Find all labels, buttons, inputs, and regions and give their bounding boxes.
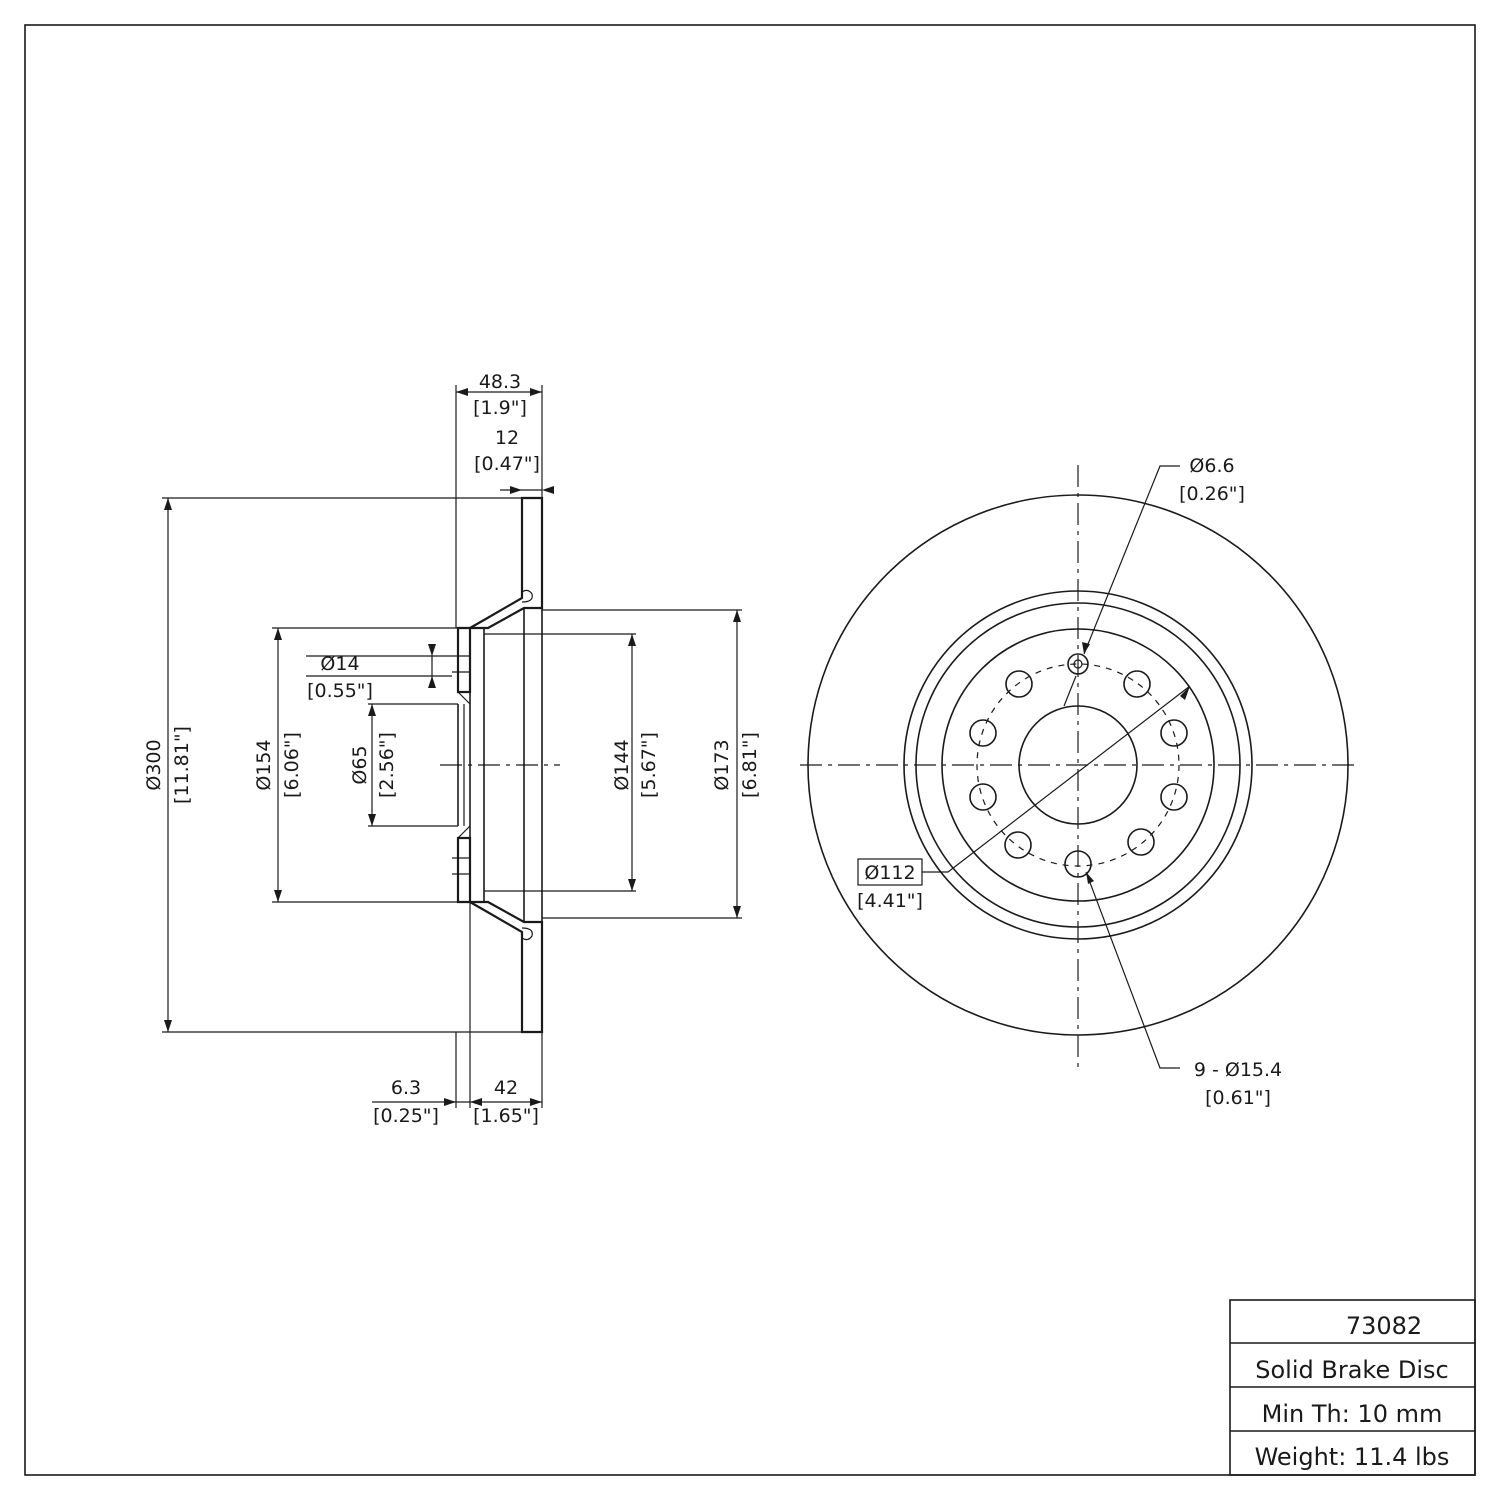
small-hole-mm: Ø6.6 — [1189, 455, 1234, 477]
outer-diameter-mm: Ø300 — [143, 739, 165, 790]
overall-width-mm: 48.3 — [479, 371, 521, 393]
mounting-thickness-in: [0.25"] — [373, 1105, 439, 1127]
lug-holes — [969, 670, 1188, 878]
hat-outer-diameter-in: [6.81"] — [739, 732, 761, 798]
lug-hole — [1005, 670, 1033, 698]
title-block — [1229, 1299, 1476, 1476]
hat-diameter-in: [6.06"] — [281, 732, 303, 798]
center-bore-in: [2.56"] — [376, 732, 398, 798]
lug-hole — [1004, 831, 1032, 859]
hat-height-mm: 42 — [494, 1077, 518, 1099]
weight: Weight: 11.4 lbs — [1255, 1443, 1450, 1471]
outer-diameter-in: [11.81"] — [171, 726, 193, 804]
lug-hole-leader — [1085, 871, 1180, 1069]
part-number: 73082 — [1346, 1312, 1422, 1340]
hole-diameter-in: [0.55"] — [307, 680, 373, 702]
mounting-thickness-mm: 6.3 — [391, 1077, 421, 1099]
inner-diameter-mm: Ø144 — [611, 739, 633, 790]
hole-diameter-mm: Ø14 — [320, 653, 359, 675]
lug-hole — [1127, 828, 1155, 856]
hat-diameter-mm: Ø154 — [253, 739, 275, 790]
bolt-circle-basic-box — [857, 858, 923, 886]
inner-diameter-in: [5.67"] — [638, 732, 660, 798]
small-hole-leader — [1083, 465, 1180, 655]
bolt-circle-in: [4.41"] — [857, 890, 923, 912]
part-type: Solid Brake Disc — [1255, 1356, 1448, 1384]
small-hole-in: [0.26"] — [1179, 483, 1245, 505]
lug-hole — [1160, 783, 1188, 811]
lug-holes-mm: 9 - Ø15.4 — [1194, 1059, 1282, 1081]
side-view — [162, 385, 742, 1108]
hat-outer-diameter-mm: Ø173 — [711, 739, 733, 790]
center-bore-mm: Ø65 — [349, 745, 371, 784]
front-view — [800, 465, 1360, 1069]
drawing-border — [24, 24, 1476, 1476]
hat-height-in: [1.65"] — [473, 1105, 539, 1127]
bolt-circle-leader — [922, 685, 1191, 873]
lug-hole — [969, 719, 997, 747]
bolt-circle-mm: Ø112 — [864, 862, 915, 884]
rotor-thickness-mm: 12 — [495, 427, 519, 449]
lug-hole — [1160, 719, 1188, 747]
rotor-thickness-in: [0.47"] — [474, 453, 540, 475]
lug-holes-in: [0.61"] — [1205, 1087, 1271, 1109]
lug-hole — [1123, 670, 1151, 698]
overall-width-in: [1.9"] — [473, 397, 527, 419]
lug-hole — [969, 783, 997, 811]
min-thickness: Min Th: 10 mm — [1262, 1400, 1443, 1428]
